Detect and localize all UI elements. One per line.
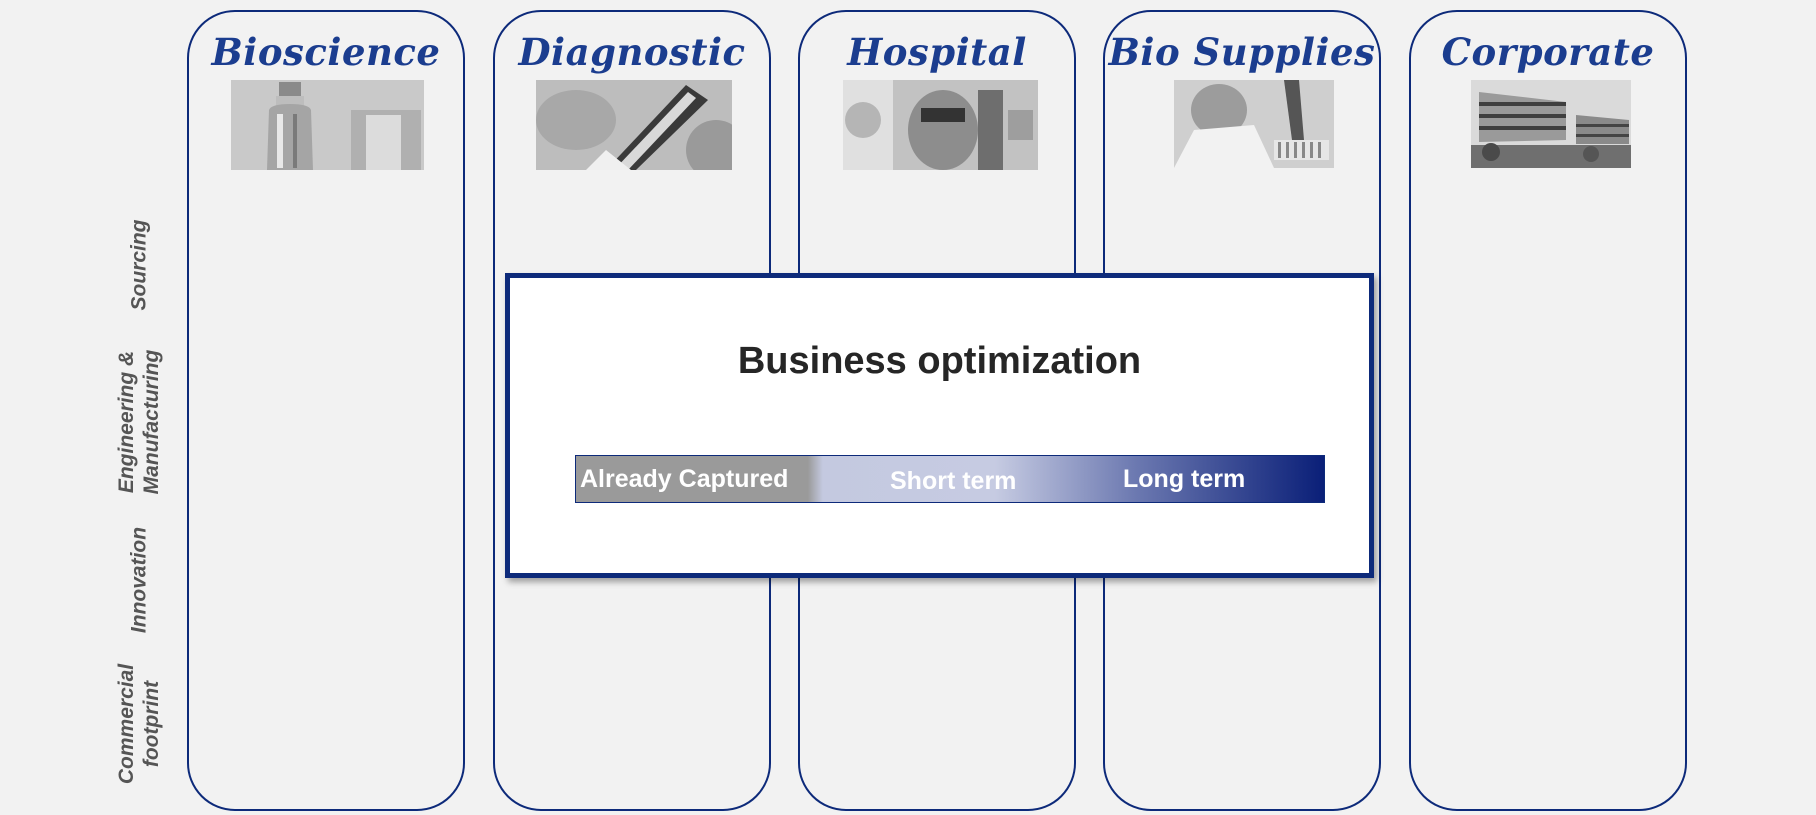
timeline-short-term: Short term: [890, 467, 1017, 495]
column-title: Corporate: [1441, 30, 1655, 74]
column-title: Bioscience: [211, 30, 441, 74]
pipette-photo: [1174, 80, 1334, 168]
row-label-line: Sourcing: [127, 219, 151, 311]
row-label-engineering-manufacturing: Engineering & Manufacturing: [114, 350, 164, 495]
row-label-line: Manufacturing: [140, 349, 163, 495]
row-label-innovation: Innovation: [127, 527, 152, 633]
column-title: Hospital: [847, 30, 1027, 74]
column-bioscience: Bioscience: [187, 10, 465, 811]
row-label-line: footprint: [140, 680, 163, 768]
timeline-bar: Already Captured Short term Long term: [575, 455, 1325, 503]
timeline-already-captured: Already Captured: [580, 465, 789, 493]
lab-worker-photo: [843, 80, 1038, 170]
business-optimization-panel: Business optimization Already Captured S…: [505, 273, 1374, 578]
row-label-commercial-footprint: Commercial footprint: [114, 664, 164, 784]
row-label-line: Commercial: [115, 663, 138, 785]
column-title: Diagnostic: [518, 30, 746, 74]
office-building-photo: [1471, 80, 1631, 168]
vial-bottle-photo: [231, 80, 424, 170]
column-corporate: Corporate: [1409, 10, 1687, 811]
test-tube-photo: [536, 80, 732, 170]
row-label-line: Engineering &: [115, 350, 138, 494]
column-title: Bio Supplies: [1108, 30, 1376, 74]
row-label-sourcing: Sourcing: [127, 219, 152, 310]
timeline-long-term: Long term: [1123, 465, 1246, 493]
row-label-line: Innovation: [127, 526, 151, 634]
panel-title: Business optimization: [737, 340, 1142, 382]
